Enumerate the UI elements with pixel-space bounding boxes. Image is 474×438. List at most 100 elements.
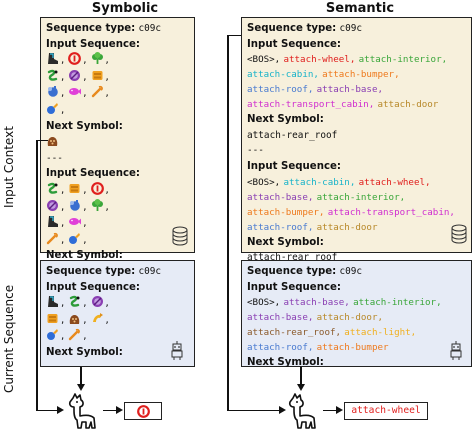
next-symbol-value: attach-rear_roof: [247, 129, 338, 141]
comma: ,: [105, 71, 109, 83]
arrowhead: [336, 406, 343, 414]
comma: ,: [61, 298, 65, 310]
comma: ,: [61, 331, 65, 343]
pink-fish-icon: [68, 85, 82, 98]
output-arrow: [323, 410, 337, 411]
icon-row: ,,,: [46, 69, 189, 86]
icon-row: ,,: [46, 215, 189, 232]
sequence-token: attach-door: [316, 221, 378, 233]
symbolic-output-box: [124, 402, 162, 420]
semantic-current-sequence: <BOS>, attach-base, attach-interior, att…: [247, 295, 466, 355]
separator: ---: [46, 152, 63, 164]
red-ring-icon: [136, 405, 150, 418]
sequence-type-label: Sequence type:: [247, 23, 337, 34]
semantic-context-sequence-2: <BOS>, attach-cabin, attach-wheel, attac…: [247, 175, 466, 235]
arrowhead: [77, 384, 85, 391]
icon-row: ,,,: [46, 52, 189, 69]
brown-bag-icon: [68, 312, 81, 325]
database-icon: [172, 226, 188, 246]
current-connector-line: [80, 367, 82, 385]
symbolic-context-sequence-2: ,,,,,,,,,,: [46, 182, 189, 248]
comma: ,: [83, 218, 87, 230]
next-symbol-label: Next Symbol:: [46, 120, 123, 132]
next-symbol-value: attach-rear_roof: [247, 252, 338, 264]
sequence-token: attach-base,: [316, 84, 384, 96]
comma: ,: [61, 314, 65, 326]
comma: ,: [61, 55, 65, 67]
green-s-icon: [46, 182, 59, 195]
arrowhead: [297, 384, 305, 391]
sequence-token: attach-wheel,: [283, 54, 356, 66]
next-symbol-label: Next Symbol:: [247, 357, 324, 369]
tree-icon: [91, 198, 104, 212]
context-connector-line: [36, 140, 38, 410]
orange-box-icon: [68, 182, 81, 195]
input-sequence-label: Input Sequence:: [46, 168, 140, 180]
purple-ring-icon: [46, 199, 59, 212]
icon-row: ,,: [46, 328, 189, 345]
icon-row: ,,,: [46, 198, 189, 216]
boot-icon: [46, 295, 59, 308]
arrowhead: [279, 406, 286, 414]
sequence-id: c09c: [339, 23, 363, 34]
sequence-type-label: Sequence type:: [46, 23, 136, 34]
semantic-context-panel: Sequence type: c09c Input Sequence: <BOS…: [241, 17, 472, 263]
sequence-token: attach-transport_cabin,: [247, 99, 375, 111]
sequence-token: attach-door: [377, 99, 439, 111]
sequence-token: attach-transport_cabin,: [327, 206, 455, 218]
sequence-token: attach-interior,: [358, 54, 448, 66]
icon-row: ,: [46, 102, 189, 119]
symbolic-current-sequence: ,,,,,,,,: [46, 295, 189, 345]
brown-bag-icon: [46, 134, 59, 147]
sequence-token: attach-wheel,: [358, 176, 431, 188]
llama-icon: [288, 393, 316, 429]
boot-icon: [46, 215, 59, 228]
comma: ,: [83, 71, 87, 83]
sequence-type-label: Sequence type:: [46, 266, 136, 277]
input-sequence-label: Input Sequence:: [247, 160, 341, 172]
semantic-current-panel: Sequence type: c09c Input Sequence: <BOS…: [241, 260, 472, 368]
red-ring-icon: [90, 182, 104, 195]
comma: ,: [83, 184, 87, 196]
sequence-type-label: Sequence type:: [247, 266, 337, 277]
sequence-token: attach-roof,: [247, 84, 314, 96]
comma: ,: [61, 201, 65, 213]
comma: ,: [83, 234, 87, 246]
comma: ,: [105, 55, 109, 67]
semantic-title: Semantic: [325, 1, 395, 16]
comma: ,: [105, 298, 109, 310]
sequence-id: c09c: [138, 266, 162, 277]
comma: ,: [83, 298, 87, 310]
robot-icon: [171, 341, 183, 360]
icon-row: ,,,: [46, 182, 189, 199]
output-arrow: [103, 410, 117, 411]
comma: ,: [105, 201, 109, 213]
icon-row: ,,,: [46, 295, 189, 312]
blue-drop-icon: [68, 232, 81, 245]
connector-tick: [227, 35, 241, 36]
comma: ,: [61, 88, 65, 100]
purple-ring-icon: [68, 69, 81, 82]
sword-icon: [68, 328, 81, 341]
context-connector-line: [227, 35, 229, 410]
comma: ,: [105, 88, 109, 100]
icon-row: ,,,: [46, 312, 189, 329]
semantic-output-box: attach-wheel: [344, 402, 428, 420]
sequence-token: attach-cabin,: [247, 69, 319, 81]
current-sequence-label: Current Sequence: [2, 284, 16, 393]
comma: ,: [83, 55, 87, 67]
comma: ,: [105, 184, 109, 196]
comma: ,: [61, 71, 65, 83]
sequence-token: <BOS>,: [247, 54, 281, 66]
symbolic-context-sequence-1: ,,,,,,,,,,: [46, 52, 189, 118]
sequence-token: attach-interior,: [353, 297, 442, 309]
comma: ,: [61, 184, 65, 196]
sequence-token: <BOS>,: [247, 176, 281, 188]
purple-ring-icon: [91, 295, 104, 308]
yellow-arrow-icon: [91, 312, 104, 325]
boot-icon: [46, 52, 59, 65]
blue-drop-icon: [46, 102, 59, 115]
comma: ,: [83, 201, 87, 213]
sequence-token: <BOS>,: [247, 297, 281, 309]
next-symbol-value: [46, 134, 189, 151]
